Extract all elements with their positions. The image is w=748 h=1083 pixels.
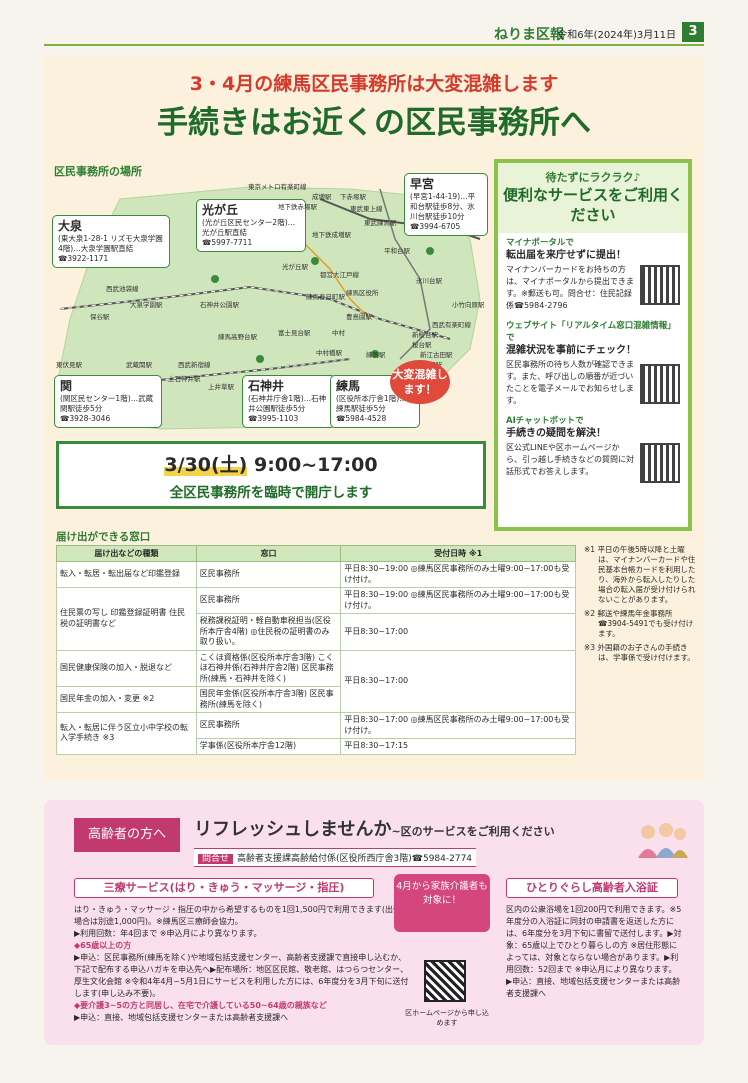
station-label: 上井草駅 [208,383,234,391]
station-label: 桜台駅 [412,341,432,349]
windows-title: 届け出ができる窓口 [56,531,151,543]
station-label: 中村 [332,329,345,337]
station-label: 中村橋駅 [316,349,342,357]
table-row: 学事係(区役所本庁舎12階) 平日8:30~17:15 [57,738,576,755]
senior-contact: 問合せ高齢者支援課高齢給付係(区役所西庁舎3階)☎5984-2774 [194,848,477,867]
station-label: 新江古田駅 [420,351,453,359]
station-label: 武蔵関駅 [126,361,152,369]
map-title: 区民事務所の場所 [54,165,142,178]
station-label: 練馬高野台駅 [218,333,257,341]
services-box: 待たずにラクラク♪ 便利なサービスをご利用ください マイナポータルで 転出届を来… [494,159,692,531]
table-row: 住民票の写し 印鑑登録証明書 住民税の証明書など 区民事務所 平日8:30~19… [56,587,576,651]
station-label: 地下鉄成増駅 [312,231,351,239]
station-label: 地下鉄赤塚駅 [278,203,317,211]
station-label: 下赤塚駅 [340,193,366,201]
bath-pass-heading: ひとりぐらし高齢者入浴証 [506,878,678,898]
office-nerima: 練馬 (区役所本庁舎1階)…練馬駅徒歩5分 ☎5984-4528 [330,375,420,428]
station-label: 新桜台駅 [412,331,438,339]
office-hikarigaoka: 光が丘 (光が丘区民センター2階)…光が丘駅直結 ☎5997-7711 [196,199,306,252]
qr-code-icon[interactable] [640,443,680,483]
table-row: 国民年金の加入・変更 ※2 国民年金係(区役所本庁舎3階) 区民事務所(練馬を除… [56,686,576,713]
headline-sub: 3・4月の練馬区民事務所は大変混雑します [189,73,559,95]
station-label: 富士見台駅 [278,329,311,337]
headline-main: 手続きはお近くの区民事務所へ [157,105,591,141]
table-row: 国民健康保険の加入・脱退など こくほ資格係(区役所本庁舎3階) こくほ石神井係(… [56,649,576,713]
office-hayamiya: 早宮 (早宮1-44-19)…平和台駅徒歩8分、氷川台駅徒歩10分 ☎3994-… [404,173,488,236]
bath-pass-text: 区内の公衆浴場を1回200円で利用できます。※5年度分の入浴証に同封の申請書を返… [506,905,682,998]
qr-code-icon[interactable] [640,364,680,404]
table-notes: ※1 平日の午後5時以降と土曜は、マイナンバーカードや住民基本台帳カードを利用し… [584,545,696,662]
open-date: 3/30(土) [164,454,248,476]
station-label: 成増駅 [312,193,332,201]
table-row: 転入・転居に伴う区立小中学校の転入学手続き ※3 区民事務所 平日8:30~17… [56,712,576,755]
qr-code-icon[interactable] [640,265,680,305]
office-section: 3・4月の練馬区民事務所は大変混雑します 手続きはお近くの区民事務所へ 区民事務… [44,55,704,780]
senior-title: リフレッシュしませんか~区のサービスをご利用ください [194,819,555,840]
table-row: 税務課税証明・軽自動車税担当(区役所本庁舎4階) ◎住民税の証明書のみ取り扱い。… [57,613,576,651]
station-label: 平和台駅 [384,247,410,255]
qr-code-icon[interactable] [424,960,466,1002]
table-header-row: 届け出などの種類 窓口 受付日時 ※1 [56,545,576,562]
station-label: 光が丘駅 [282,263,308,271]
issue-date: 令和6年(2024年)3月11日 [557,30,676,41]
family-caregiver-badge: 4月から家族介護者も対象に！ [394,874,490,932]
station-label: 東伏見駅 [56,361,82,369]
office-seki: 関 (関区民センター1階)…武蔵関駅徒歩5分 ☎3928-3046 [54,375,162,428]
station-label: 石神井公園駅 [200,301,239,309]
station-label: 練馬春日町駅 [306,293,345,301]
sanryo-text: はり・きゅう・マッサージ・指圧の中から希望するものを1回1,500円で利用できま… [74,905,409,1022]
station-label: 小竹向原駅 [452,301,485,309]
station-label: 東京メトロ有楽町線 [248,183,307,191]
station-label: 西武池袋線 [106,285,139,293]
page-number: 3 [682,22,704,42]
office-shakujii: 石神井 (石神井庁舎1階)…石神井公園駅徒歩5分 ☎3995-1103 [242,375,336,428]
station-label: 練馬区役所 [346,289,379,297]
station-label: 都営大江戸線 [320,271,359,279]
seniors-illustration-icon [638,823,688,858]
service-ai-chatbot: AIチャットボットで 手続きの疑問を解決！ 区公式LINEや区ホームページから、… [498,411,688,483]
windows-table: 届け出などの種類 窓口 受付日時 ※1 転入・転居・転出届など印鑑登録 区民事務… [56,545,576,755]
office-oizumi: 大泉 (東大泉1-28-1 リズモ大泉学園4階)…大泉学園駅直結 ☎3922-1… [52,215,170,268]
station-label: 東武東上線 [350,205,383,213]
station-label: 東武練馬駅 [364,219,397,227]
special-opening-box: 3/30(土) 9:00~17:00 全区民事務所を臨時で開庁します [56,441,486,509]
open-message: 全区民事務所を臨時で開庁します [169,485,373,501]
table-row: 転入・転居・転出届など印鑑登録 区民事務所 平日8:30~19:00 ◎練馬区民… [56,561,576,588]
page-header: ねりま区報 令和6年(2024年)3月11日 3 [44,22,704,46]
station-label: 豊島園駅 [346,313,372,321]
station-label: 西武新宿線 [178,361,211,369]
congestion-badge: 大変混雑します！ [390,360,450,404]
station-label: 上石神井駅 [168,375,201,383]
senior-tag: 高齢者の方へ [74,818,180,852]
station-label: 氷川台駅 [416,277,442,285]
station-label: 保谷駅 [90,313,110,321]
services-header: 待たずにラクラク♪ 便利なサービスをご利用ください [498,163,688,233]
sanryo-heading: 三療サービス(はり・きゅう・マッサージ・指圧) [74,878,374,898]
service-congestion-info: ウェブサイト「リアルタイム窓口混雑情報」で 混雑状況を事前にチェック！ 区民事務… [498,316,688,411]
office-map-section: 区民事務所の場所 大泉 (東大泉1-28-1 リズモ大泉学園4階)…大泉学園駅直… [50,163,488,433]
service-mynaportal: マイナポータルで 転出届を来庁せずに提出！ マイナンバーカードをお持ちの方は、マ… [498,233,688,316]
station-label: 大泉学園駅 [130,301,163,309]
station-label: 練馬駅 [366,351,386,359]
qr-caption: 区ホームページから申し込めます [405,1009,489,1027]
station-label: 西武有楽町線 [432,321,471,329]
brand-logo: ねりま区報 [494,27,564,43]
open-time: 9:00~17:00 [253,454,378,476]
senior-section: 高齢者の方へ リフレッシュしませんか~区のサービスをご利用ください 問合せ高齢者… [44,800,704,1045]
